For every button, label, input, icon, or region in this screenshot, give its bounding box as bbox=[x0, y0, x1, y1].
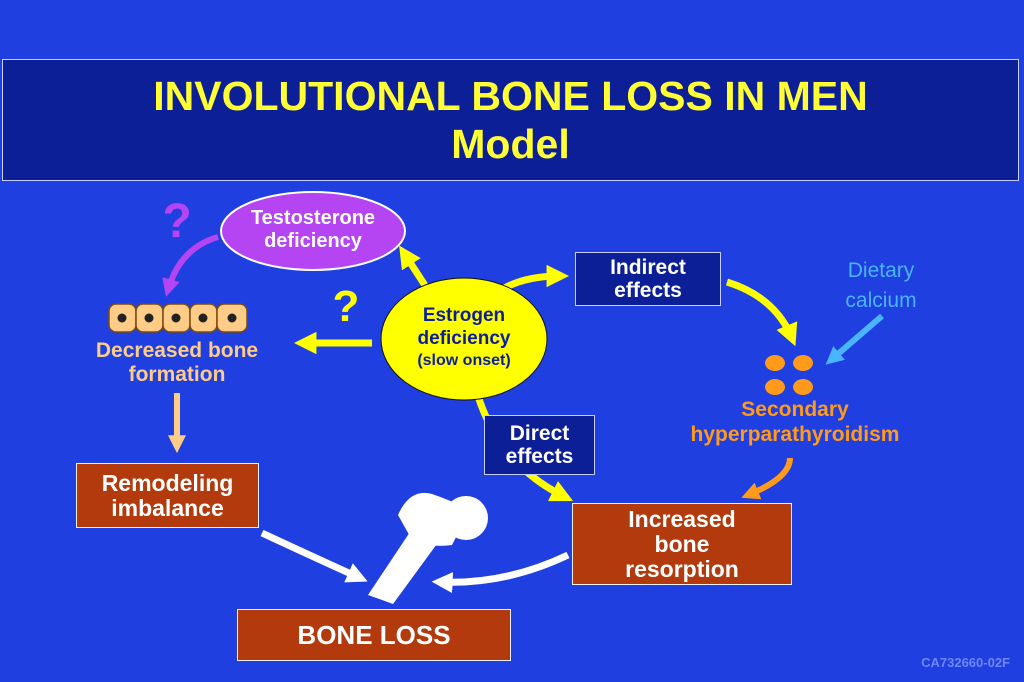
dietary-calcium-label: Dietary calcium bbox=[845, 259, 917, 312]
increased-bone-resorption-box: Increased bone resorption bbox=[572, 503, 792, 585]
arrow-dietary-to-secondary bbox=[825, 313, 884, 365]
bone-cells-icon bbox=[108, 303, 248, 333]
slide-code: CA732660-02F bbox=[921, 655, 1010, 670]
remodeling-imbalance-box: Remodeling imbalance bbox=[76, 463, 259, 528]
page-subtitle: Model bbox=[451, 121, 570, 167]
title-box: INVOLUTIONAL BONE LOSS IN MEN Model bbox=[2, 59, 1019, 181]
question-mark-purple: ? bbox=[162, 195, 192, 248]
parathyroid-glands-icon bbox=[765, 355, 813, 395]
arrow-testosterone-to-cells bbox=[162, 234, 219, 297]
secondary-hyperparathyroidism-label: Secondary hyperparathyroidism bbox=[690, 398, 900, 446]
testosterone-ellipse bbox=[220, 191, 406, 271]
arrow-resorption-to-boneloss bbox=[431, 551, 570, 594]
estrogen-deficiency-label: Estrogen deficiency (slow onset) bbox=[417, 305, 511, 369]
bone-loss-box: BONE LOSS bbox=[237, 609, 511, 661]
testosterone-deficiency-label: Testosterone deficiency bbox=[250, 207, 376, 252]
page-title: INVOLUTIONAL BONE LOSS IN MEN bbox=[153, 73, 868, 119]
arrow-secondary-to-resorption bbox=[741, 457, 793, 500]
decreased-bone-formation-label: Decreased bone formation bbox=[95, 339, 259, 386]
question-mark-yellow: ? bbox=[332, 282, 360, 331]
arrow-estrogen-to-testosterone bbox=[399, 245, 431, 292]
arrow-remodeling-to-boneloss bbox=[260, 529, 368, 583]
direct-effects-box: Direct effects bbox=[484, 415, 595, 475]
arrow-indirect-to-secondary bbox=[725, 278, 798, 347]
indirect-effects-box: Indirect effects bbox=[575, 252, 721, 306]
estrogen-ellipse bbox=[380, 277, 548, 401]
femur-bone-icon bbox=[368, 492, 488, 604]
